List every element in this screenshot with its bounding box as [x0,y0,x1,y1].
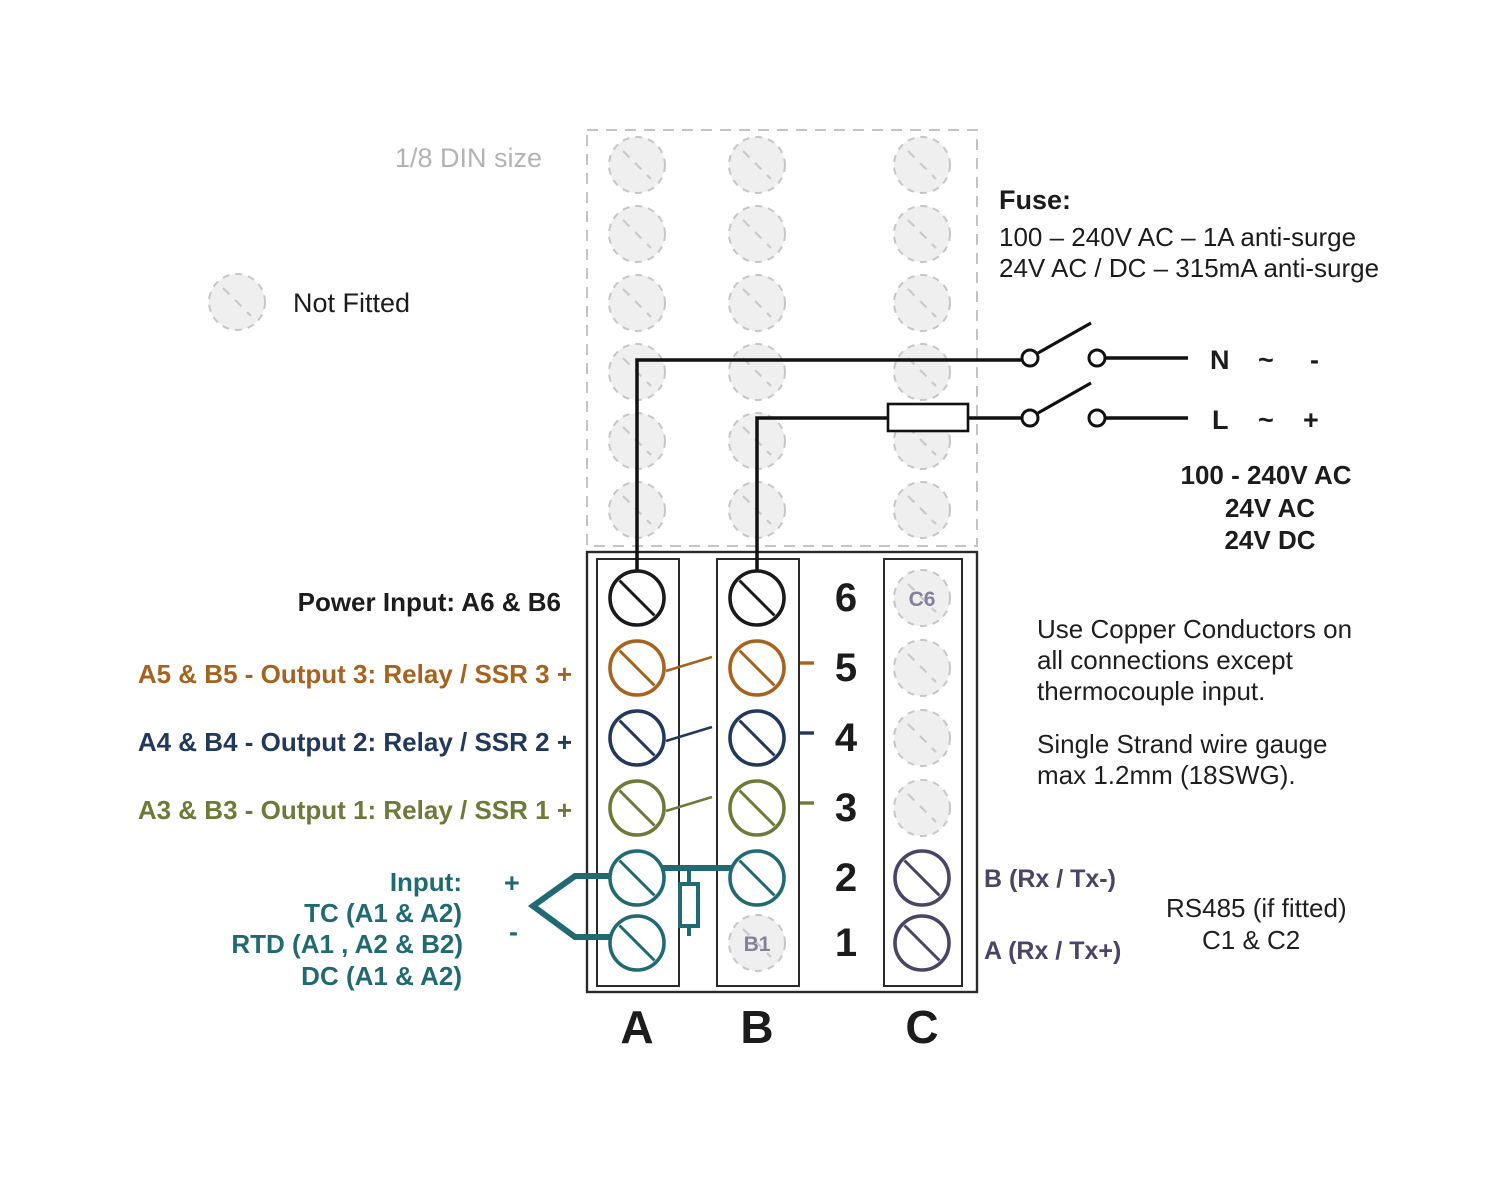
not-fitted-label: Not Fitted [293,288,410,318]
rs485-note-2: C1 & C2 [1202,925,1300,955]
not-fitted-terminal [892,480,952,540]
supply-voltage-1: 100 - 240V AC [1180,460,1351,490]
thermocouple-symbol [527,873,614,940]
terminal-b1-label: B1 [744,933,771,956]
not-fitted-terminal [607,204,667,264]
switch-blade [1037,321,1092,355]
copper-note-2: all connections except [1037,645,1294,675]
terminal-b4 [728,709,786,767]
rs485-a-label: A (Rx / Tx+) [984,937,1121,965]
terminal-c1 [893,914,951,972]
power-input-label: Power Input: A6 & B6 [298,587,561,617]
fuse-rating-2: 24V AC / DC – 315mA anti-surge [999,253,1379,283]
fuse-title: Fuse: [999,185,1071,215]
output2-label: A4 & B4 - Output 2: Relay / SSR 2 + [138,727,572,757]
fuse-symbol [886,402,970,433]
rs485-b-label: B (Rx / Tx-) [984,865,1116,893]
output3-label: A5 & B5 - Output 3: Relay / SSR 3 + [138,659,572,689]
not-fitted-terminal-grid [607,135,952,540]
terminal-a5 [608,639,666,697]
output3-contact-blade [665,655,713,673]
supply-voltage-3: 24V DC [1224,525,1315,555]
not-fitted-terminal [892,273,952,333]
output1-label: A3 & B3 - Output 1: Relay / SSR 1 + [138,795,572,825]
terminal-b2 [728,849,786,907]
neutral-ac-symbol: ~ [1258,345,1274,375]
row-number-1: 1 [835,921,857,965]
switch-contact [1020,408,1040,428]
not-fitted-terminal [892,135,952,195]
column-label-b: B [740,1001,773,1053]
terminal-a1 [608,914,666,972]
row-number-3: 3 [835,786,857,830]
input-minus-label: - [509,917,518,947]
rs485-note-1: RS485 (if fitted) [1166,893,1347,923]
neutral-wire [635,358,1022,574]
terminal-c5-not-fitted [892,638,952,698]
row-number-2: 2 [835,856,857,900]
live-dc-symbol: + [1303,405,1319,435]
row-number-5: 5 [835,646,857,690]
input-plus-label: + [504,868,520,898]
terminal-b6 [728,569,786,627]
input-dc-label: DC (A1 & A2) [301,961,462,991]
terminal-c4-not-fitted [892,708,952,768]
terminal-a3 [608,779,666,837]
terminal-b5 [728,639,786,697]
supply-voltage-2: 24V AC [1225,493,1315,523]
switch-contact [1087,408,1107,428]
input-label: Input: [390,867,462,897]
terminal-a2 [608,849,666,907]
live-ac-symbol: ~ [1258,405,1274,435]
row-number-6: 6 [835,576,857,620]
live-wire [755,416,1022,574]
switch-contact [1020,348,1040,368]
neutral-label: N [1210,345,1230,375]
not-fitted-terminal [607,135,667,195]
copper-note-1: Use Copper Conductors on [1037,614,1352,644]
input-rtd-label: RTD (A1 , A2 & B2) [231,929,463,959]
output-contacts [665,655,814,813]
wire-gauge-note-1: Single Strand wire gauge [1037,729,1328,759]
input-tc-label: TC (A1 & A2) [304,898,462,928]
switch-contact [1087,348,1107,368]
switch-neutral [1020,321,1188,368]
not-fitted-terminal [607,273,667,333]
column-label-a: A [620,1001,653,1053]
not-fitted-terminal [727,204,787,264]
terminal-a6 [608,569,666,627]
live-label: L [1212,405,1229,435]
terminal-c6-label: C6 [909,588,936,611]
not-fitted-terminal [892,342,952,402]
row-number-4: 4 [835,716,858,760]
din-outline-box [586,129,978,547]
not-fitted-terminal [727,135,787,195]
terminal-b3 [728,779,786,837]
terminal-a4 [608,709,666,767]
terminal-c2 [893,849,951,907]
switch-live [1020,381,1188,428]
not-fitted-terminal [727,273,787,333]
copper-note-3: thermocouple input. [1037,676,1265,706]
neutral-dc-symbol: - [1310,345,1319,375]
din-size-label: 1/8 DIN size [395,143,542,173]
rtd-resistor-symbol [678,882,700,928]
column-label-c: C [905,1001,938,1053]
switch-blade [1037,381,1092,415]
terminal-c3-not-fitted [892,778,952,838]
wire-gauge-note-2: max 1.2mm (18SWG). [1037,760,1296,790]
output1-contact-blade [665,795,713,813]
input-wiring [527,865,740,940]
not-fitted-terminal [892,204,952,264]
output2-contact-blade [665,725,713,743]
fuse-rating-1: 100 – 240V AC – 1A anti-surge [999,222,1356,252]
not-fitted-legend-circle [207,272,267,332]
not-fitted-terminal [727,342,787,402]
